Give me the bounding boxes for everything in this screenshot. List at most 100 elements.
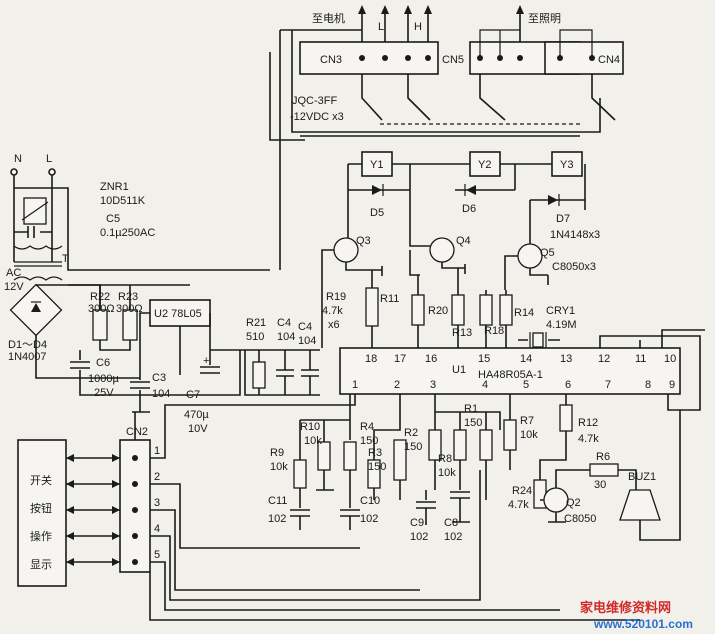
r8-label: R8 bbox=[438, 453, 452, 465]
r6-resistor bbox=[589, 463, 619, 477]
c8-value: 102 bbox=[444, 531, 462, 543]
d6-label: D6 bbox=[462, 203, 476, 215]
panel-line-4: 显示 bbox=[30, 558, 52, 571]
pin-18: 18 bbox=[365, 353, 377, 365]
r21-label: R21 bbox=[246, 317, 266, 329]
cn2-pin-1: 1 bbox=[154, 445, 160, 457]
watermark-url: www.520101.com bbox=[593, 617, 693, 631]
motor-l-label: L bbox=[378, 21, 384, 33]
r12-value: 4.7k bbox=[578, 433, 599, 445]
u1-mcu: U1 HA48R05A-1 18 17 16 15 14 13 12 11 10… bbox=[339, 329, 705, 411]
mains-wires bbox=[269, 30, 601, 270]
u2-label: U2 78L05 bbox=[154, 308, 202, 320]
buzzer-driver: R12 4.7k R24 4.7k Q2 C8050 R6 30 BUZ1 bbox=[508, 394, 681, 541]
relay-spec-label: -12VDC x3 bbox=[290, 111, 344, 123]
r2-label: R2 bbox=[404, 427, 418, 439]
r22-value: 300Ω bbox=[88, 303, 115, 315]
y1-label: Y1 bbox=[370, 159, 383, 171]
cn2-connector bbox=[119, 439, 151, 573]
q2-transistor bbox=[543, 487, 569, 513]
r3-label: R3 bbox=[368, 447, 382, 459]
r18-resistor bbox=[479, 294, 493, 326]
pin-4: 4 bbox=[482, 379, 488, 391]
r12-label: R12 bbox=[578, 417, 598, 429]
q2-type: C8050 bbox=[564, 513, 596, 525]
cn2-pin-4: 4 bbox=[154, 523, 160, 535]
q5-type: C8050x3 bbox=[552, 261, 596, 273]
to-motor-label: 至电机 bbox=[312, 11, 345, 25]
d1d4-label: D1～D4 bbox=[8, 339, 47, 351]
ac-label: AC bbox=[6, 267, 21, 279]
pin-12: 12 bbox=[598, 353, 610, 365]
cn2-pin-5: 5 bbox=[154, 549, 160, 561]
r21-value: 510 bbox=[246, 331, 264, 343]
r9-resistor bbox=[293, 459, 307, 489]
r18-label: R18 bbox=[484, 325, 504, 337]
watermark-cn: 家电维修资料网 bbox=[580, 600, 671, 616]
r12-resistor bbox=[559, 404, 573, 432]
motor-h-label: H bbox=[414, 21, 422, 33]
d7-label: D7 bbox=[556, 213, 570, 225]
c7-value: 470µ bbox=[184, 409, 209, 421]
d-type-label: 1N4007 bbox=[8, 351, 47, 363]
pin-14: 14 bbox=[520, 353, 532, 365]
y3-relay-coil bbox=[551, 151, 583, 177]
r11-label: R11 bbox=[380, 293, 399, 305]
pin-8: 8 bbox=[645, 379, 651, 391]
r1-resistor-a bbox=[453, 429, 467, 461]
cry1-value: 4.19M bbox=[546, 319, 577, 331]
c11-label: C11 bbox=[268, 495, 287, 507]
c10-label: C10 bbox=[360, 495, 380, 507]
cn3-label: CN3 bbox=[320, 54, 342, 66]
c6-value: 1000µ bbox=[88, 373, 119, 385]
r19-value: 4.7k bbox=[322, 305, 343, 317]
d7-type: 1N4148x3 bbox=[550, 229, 600, 241]
r9-label: R9 bbox=[270, 447, 284, 459]
r4-resistor bbox=[343, 441, 357, 471]
r2-value: 150 bbox=[404, 441, 422, 453]
r3-value: 150 bbox=[368, 461, 386, 473]
r4-value: 150 bbox=[360, 435, 378, 447]
q3-transistor bbox=[333, 237, 359, 263]
r23-value: 300Ω bbox=[116, 303, 143, 315]
buz1-buzzer bbox=[619, 489, 661, 521]
r19-label: R19 bbox=[326, 291, 346, 303]
r8-value: 10k bbox=[438, 467, 456, 479]
r6-label: R6 bbox=[596, 451, 610, 463]
panel-line-3: 操作 bbox=[30, 529, 52, 543]
c7-plus: + bbox=[203, 355, 209, 367]
button-display-panel bbox=[17, 439, 67, 587]
pin-10: 10 bbox=[664, 353, 676, 365]
r1-label: R1 bbox=[464, 403, 478, 415]
c4b-value: 104 bbox=[298, 335, 316, 347]
c5-label: C5 bbox=[106, 213, 120, 225]
cn2-pin-2: 2 bbox=[154, 471, 160, 483]
pin-2: 2 bbox=[394, 379, 400, 391]
pin-9: 9 bbox=[669, 379, 675, 391]
u1-label: U1 bbox=[452, 364, 466, 376]
cn2-pin-3: 3 bbox=[154, 497, 160, 509]
c3-value: 104 bbox=[152, 388, 170, 400]
input-networks: R10 10k R4 150 R9 10k R3 150 C11 102 C10… bbox=[268, 394, 538, 543]
r10-value: 10k bbox=[304, 435, 322, 447]
q4-transistor bbox=[429, 237, 455, 263]
r14-resistor bbox=[499, 294, 513, 326]
relay-type-label: JQC-3FF bbox=[292, 95, 338, 107]
c3-label: C3 bbox=[152, 372, 166, 384]
cry1-label: CRY1 bbox=[546, 305, 575, 317]
pin-6: 6 bbox=[565, 379, 571, 391]
buz1-label: BUZ1 bbox=[628, 471, 656, 483]
d5-label: D5 bbox=[370, 207, 384, 219]
r13-label: R13 bbox=[452, 327, 472, 339]
r23-label: R23 bbox=[118, 291, 138, 303]
c4b-label: C4 bbox=[298, 321, 312, 333]
pin-1: 1 bbox=[352, 379, 358, 391]
r20-label: R20 bbox=[428, 305, 448, 317]
cn4-label: CN4 bbox=[598, 54, 620, 66]
panel-line-2: 按钮 bbox=[30, 501, 52, 515]
cry1-crystal bbox=[532, 332, 544, 348]
cn3-connector bbox=[299, 41, 439, 75]
r1-resistor-b bbox=[479, 429, 493, 461]
